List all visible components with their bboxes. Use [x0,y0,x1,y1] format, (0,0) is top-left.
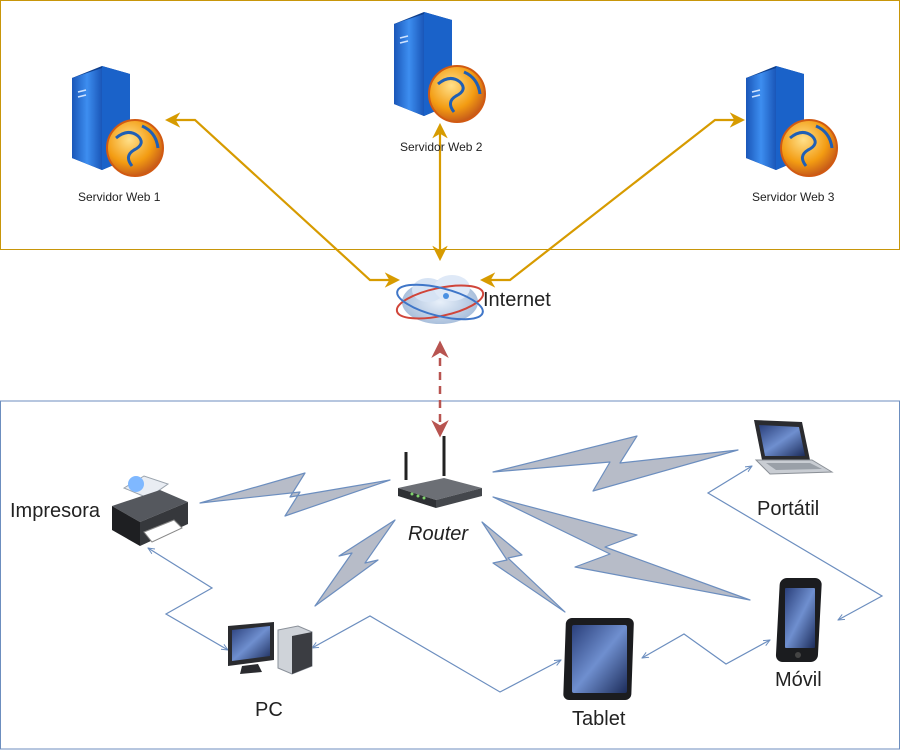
mobile-phone-icon[interactable] [775,578,822,662]
router-icon[interactable] [398,436,482,508]
wireless-router-pc [314,519,396,607]
wireless-router-tablet [481,521,566,613]
tablet-label: Tablet [572,708,626,730]
server-links [164,112,746,288]
link-server3-internet [479,112,746,288]
internet-cloud-icon[interactable] [394,275,486,326]
servers-zone [0,0,900,250]
internet-label: Internet [483,289,551,311]
mobile-label: Móvil [775,669,822,691]
link-tablet-mobile [642,633,770,665]
server2-label: Servidor Web 2 [400,140,483,154]
laptop-icon[interactable] [754,420,834,475]
desktop-pc-icon[interactable] [228,622,313,675]
wireless-printer-router [199,472,391,517]
link-printer-pc [148,548,228,650]
wireless-links [199,435,751,613]
laptop-label: Portátil [757,498,820,520]
server1-label: Servidor Web 1 [78,190,161,204]
lan-zone [0,400,900,750]
web-server-icon[interactable] [746,66,838,177]
link-laptop-mobile [706,466,884,620]
printer-label: Impresora [10,500,101,522]
router-label: Router [408,523,469,545]
tablet-icon[interactable] [563,618,634,700]
link-server1-internet [164,112,401,288]
pc-label: PC [255,699,283,721]
web-server-icon[interactable] [72,66,164,177]
wireless-router-laptop [492,435,739,492]
server3-label: Servidor Web 3 [752,190,835,204]
link-pc-tablet [312,615,561,693]
device-links [148,466,884,693]
printer-icon[interactable] [112,475,188,546]
web-server-icon[interactable] [394,12,486,123]
